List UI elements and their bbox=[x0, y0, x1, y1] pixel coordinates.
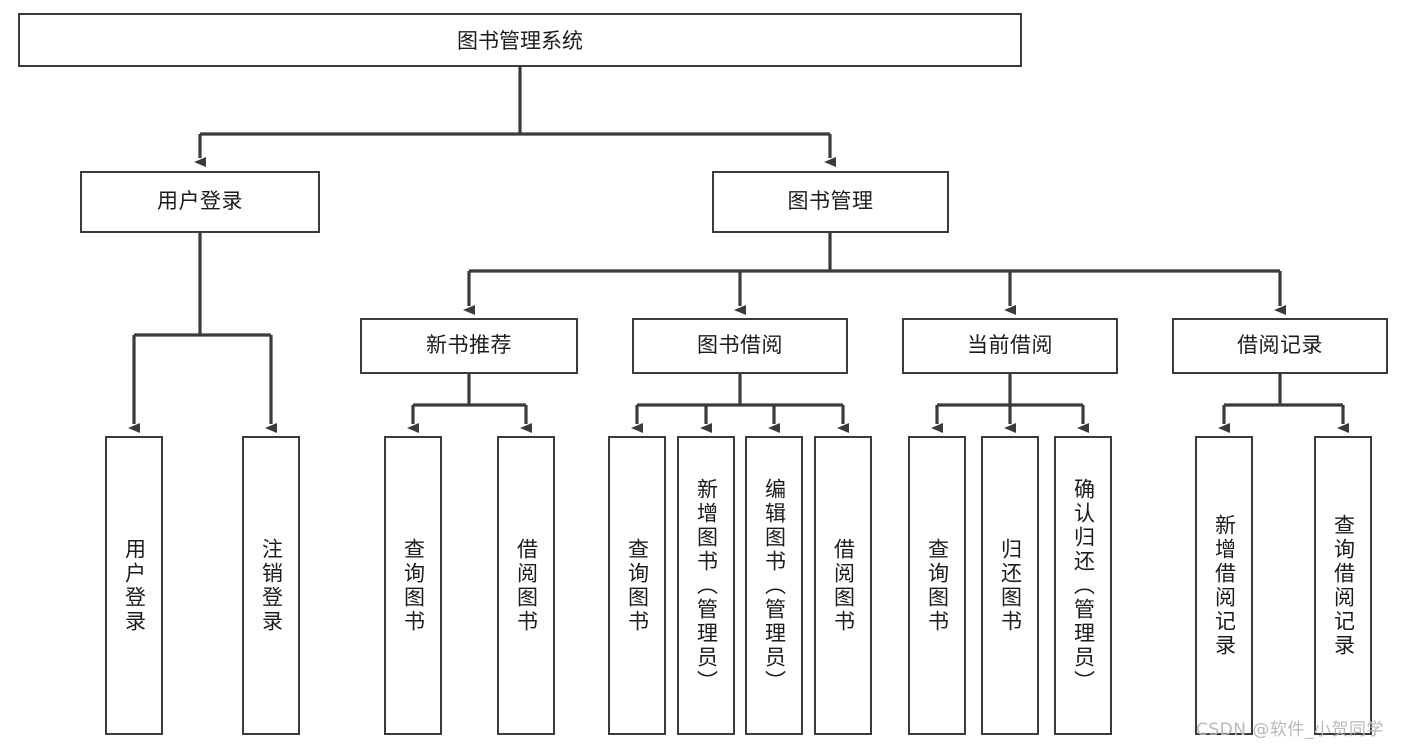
node-label: 用户登录 bbox=[157, 189, 243, 214]
node-root-book-management-system[interactable]: 图书管理系统 bbox=[18, 13, 1022, 67]
node-label: 查询借阅记录 bbox=[1331, 513, 1356, 658]
node-borrow-records[interactable]: 借阅记录 bbox=[1172, 318, 1388, 374]
node-label: 查询图书 bbox=[925, 537, 950, 634]
node-book-management[interactable]: 图书管理 bbox=[712, 171, 949, 233]
node-label: 图书借阅 bbox=[697, 333, 783, 358]
leaf-current-borrow-return-books[interactable]: 归还图书 bbox=[981, 436, 1039, 735]
node-new-book-recommend[interactable]: 新书推荐 bbox=[360, 318, 578, 374]
node-label: 图书管理 bbox=[787, 189, 874, 214]
node-label: 查询图书 bbox=[401, 537, 426, 634]
leaf-current-borrow-confirm-return-admin[interactable]: 确认归还（管理员） bbox=[1054, 436, 1112, 735]
leaf-new-book-borrow-books[interactable]: 借阅图书 bbox=[497, 436, 555, 735]
node-label: 新增图书（管理员） bbox=[694, 477, 719, 694]
node-label: 归还图书 bbox=[998, 537, 1023, 634]
leaf-book-borrow-edit-book-admin[interactable]: 编辑图书（管理员） bbox=[745, 436, 803, 735]
node-current-borrow[interactable]: 当前借阅 bbox=[902, 318, 1118, 374]
leaf-user-login-signin[interactable]: 用户登录 bbox=[105, 436, 163, 735]
leaf-borrow-records-add-record[interactable]: 新增借阅记录 bbox=[1195, 436, 1253, 735]
leaf-borrow-records-query-record[interactable]: 查询借阅记录 bbox=[1314, 436, 1372, 735]
leaf-book-borrow-borrow-books[interactable]: 借阅图书 bbox=[814, 436, 872, 735]
node-label: 借阅图书 bbox=[831, 537, 856, 634]
node-label: 注销登录 bbox=[259, 537, 284, 634]
node-user-login[interactable]: 用户登录 bbox=[80, 171, 320, 233]
node-label: 借阅图书 bbox=[514, 537, 539, 634]
node-label: 新增借阅记录 bbox=[1212, 513, 1237, 658]
leaf-book-borrow-query-books[interactable]: 查询图书 bbox=[608, 436, 666, 735]
node-label: 编辑图书（管理员） bbox=[762, 477, 787, 694]
node-label: 用户登录 bbox=[122, 537, 147, 634]
leaf-current-borrow-query-books[interactable]: 查询图书 bbox=[908, 436, 966, 735]
node-label: 当前借阅 bbox=[967, 333, 1053, 358]
node-book-borrow[interactable]: 图书借阅 bbox=[632, 318, 848, 374]
node-label: 借阅记录 bbox=[1237, 333, 1323, 358]
leaf-new-book-query-books[interactable]: 查询图书 bbox=[384, 436, 442, 735]
node-label: 确认归还（管理员） bbox=[1071, 477, 1096, 694]
node-label: 查询图书 bbox=[625, 537, 650, 634]
node-label: 新书推荐 bbox=[426, 333, 512, 358]
leaf-user-login-signout[interactable]: 注销登录 bbox=[242, 436, 300, 735]
node-label: 图书管理系统 bbox=[457, 29, 583, 53]
csdn-watermark: CSDN @软件_小贺同学 bbox=[1196, 720, 1384, 740]
leaf-book-borrow-add-book-admin[interactable]: 新增图书（管理员） bbox=[677, 436, 735, 735]
